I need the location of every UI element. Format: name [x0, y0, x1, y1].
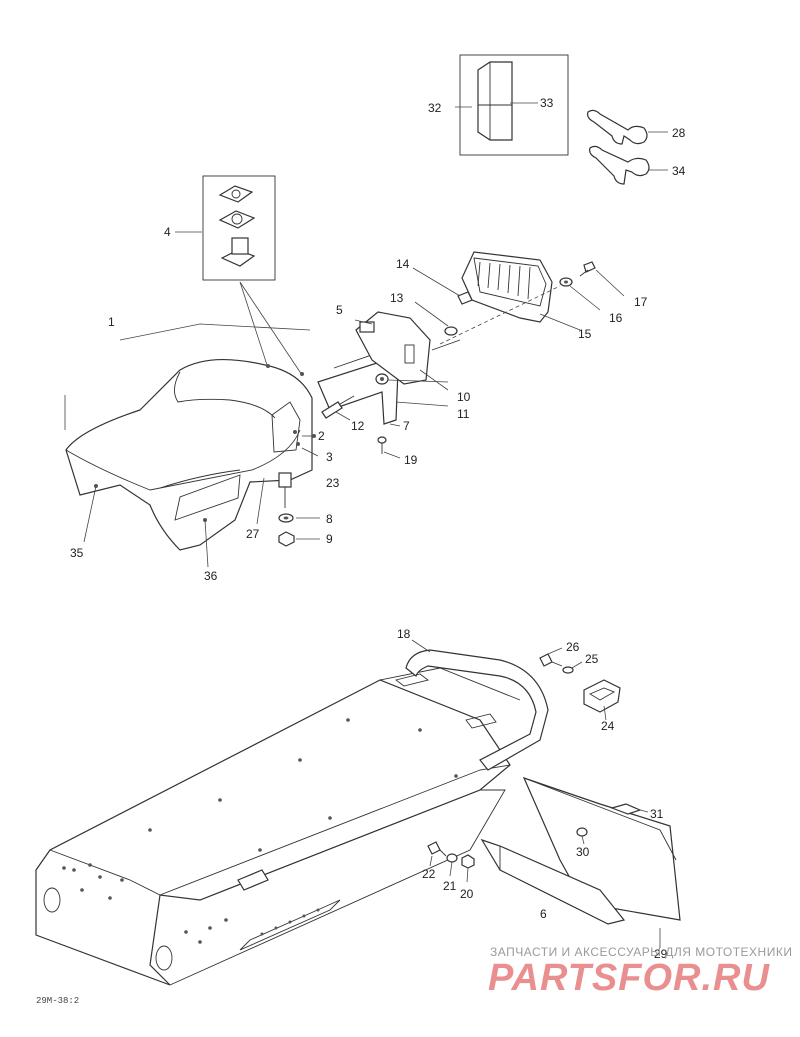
callout-31: 31: [650, 807, 664, 821]
grab-handle-18: [405, 639, 549, 771]
callout-22: 22: [422, 867, 436, 881]
callout-18: 18: [397, 627, 411, 641]
watermark: ЗАПЧАСТИ И АКСЕССУАРЫ ДЛЯ МОТОТЕХНИКИ PA…: [488, 945, 792, 999]
callout-33: 33: [540, 96, 554, 110]
callout-4: 4: [164, 225, 171, 239]
callout-23: 23: [326, 476, 340, 490]
callout-26: 26: [566, 640, 580, 654]
callout-34: 34: [672, 164, 686, 178]
callout-15: 15: [578, 327, 592, 341]
callout-10: 10: [457, 390, 471, 404]
taillight-bracket: [317, 301, 461, 459]
callout-28: 28: [672, 126, 686, 140]
callout-7: 7: [403, 419, 410, 433]
callout-20: 20: [460, 887, 474, 901]
callout-27: 27: [246, 527, 260, 541]
callout-21: 21: [443, 879, 457, 893]
callout-6: 6: [540, 907, 547, 921]
callout-30: 30: [576, 845, 590, 859]
taillight-lens: [412, 251, 625, 345]
callout-19: 19: [404, 453, 418, 467]
kit-box-4: [175, 175, 303, 376]
kit-box-32-33: [455, 54, 569, 156]
callout-36: 36: [204, 569, 218, 583]
callout-29: 29: [654, 947, 668, 961]
callout-2: 2: [318, 429, 325, 443]
callout-35: 35: [70, 546, 84, 560]
callout-17: 17: [634, 295, 648, 309]
callout-25: 25: [585, 652, 599, 666]
callout-1: 1: [108, 315, 115, 329]
fastener-stack-8-9: [278, 472, 320, 547]
tunnel-assembly: [35, 667, 521, 986]
callout-12: 12: [351, 419, 365, 433]
wrench-34: [589, 145, 668, 185]
watermark-brand: PARTSFOR.RU: [488, 957, 770, 999]
callout-14: 14: [396, 257, 410, 271]
callout-3: 3: [326, 450, 333, 464]
callout-11: 11: [457, 407, 470, 421]
callout-16: 16: [609, 311, 623, 325]
callout-8: 8: [326, 512, 333, 526]
callout-9: 9: [326, 532, 333, 546]
callout-13: 13: [390, 291, 404, 305]
plate-24: [539, 647, 621, 721]
drawing-code: 29M-38:2: [36, 996, 79, 1006]
callout-24: 24: [601, 719, 615, 733]
fastener-stack-20-22: [427, 841, 475, 883]
callout-labels: 1 2 3 4 5 6 7 8 9 10 11 12 13 14 15 16 1…: [70, 96, 686, 961]
callout-5: 5: [336, 303, 343, 317]
watermark-tagline: ЗАПЧАСТИ И АКСЕССУАРЫ ДЛЯ МОТОТЕХНИКИ: [490, 945, 792, 959]
callout-32: 32: [428, 101, 442, 115]
seat-assembly: [64, 323, 319, 568]
snowflap-29: [480, 776, 681, 948]
wrench-28: [587, 109, 668, 145]
